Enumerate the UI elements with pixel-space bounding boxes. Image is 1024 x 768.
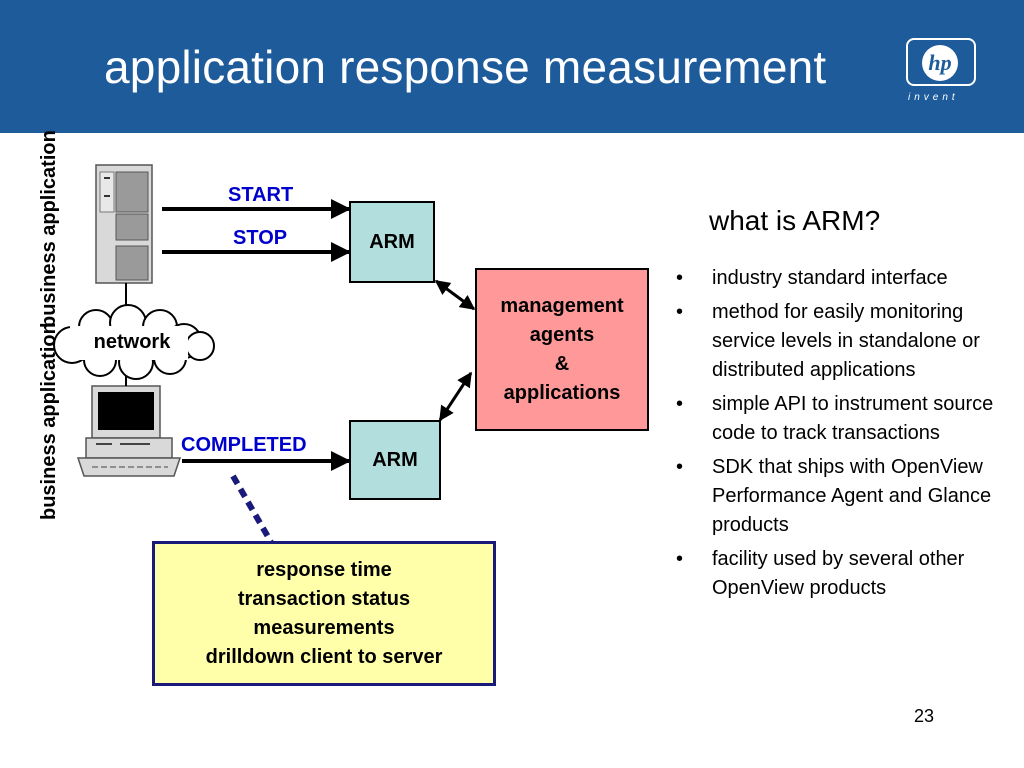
- bullet-item: • method for easily monitoring service le…: [672, 298, 1012, 385]
- arm-top-label: ARM: [369, 230, 415, 253]
- summary-line-2: transaction status: [237, 587, 411, 610]
- summary-line-3: measurements: [253, 616, 395, 639]
- bullet-text: simple API to instrument source code to …: [712, 393, 994, 444]
- summary-line-4: drilldown client to server: [205, 645, 443, 668]
- hp-logo-tagline: invent: [908, 92, 959, 103]
- management-line-4: applications: [503, 381, 621, 404]
- start-label: START: [228, 184, 294, 206]
- title-bar: application response measurement hp inve…: [0, 0, 1024, 133]
- hp-logo-mark: hp: [906, 38, 976, 86]
- section-heading: what is ARM?: [709, 205, 881, 236]
- arm-bottom-box: ARM: [349, 420, 441, 500]
- bullet-marker: •: [676, 548, 684, 570]
- bullet-text: facility used by several other OpenView …: [712, 548, 965, 599]
- bullet-marker: •: [676, 393, 684, 415]
- network-cloud-icon: [53, 304, 215, 380]
- hp-logo-text: hp: [928, 50, 952, 75]
- completed-summary-connector: [230, 474, 274, 544]
- slide-title: application response measurement: [104, 41, 827, 93]
- hp-logo: hp invent: [904, 38, 984, 108]
- arm-top-management-link: [434, 279, 476, 311]
- bullet-text: industry standard interface: [712, 267, 948, 289]
- server-tower-icon: [95, 164, 153, 284]
- bullet-text: method for easily monitoring service lev…: [712, 301, 980, 381]
- stop-label: STOP: [233, 227, 288, 249]
- management-box: management agents & applications: [475, 268, 649, 431]
- bullet-item: • SDK that ships with OpenView Performanc…: [672, 453, 1012, 540]
- network-label: network: [93, 331, 171, 353]
- arm-top-box: ARM: [349, 201, 435, 283]
- hp-logo-circle: [922, 45, 958, 81]
- management-line-2: agents: [529, 323, 595, 346]
- server-role-label: business application: [38, 130, 60, 328]
- management-line-1: management: [500, 294, 624, 317]
- bullet-item: • facility used by several other OpenView…: [672, 545, 1012, 603]
- bullet-item: • simple API to instrument source code to…: [672, 390, 1012, 448]
- bullet-marker: •: [676, 267, 684, 289]
- arm-bottom-management-link: [438, 371, 473, 422]
- page-number: 23: [914, 706, 935, 726]
- completed-label: COMPLETED: [181, 434, 307, 456]
- arm-bottom-label: ARM: [372, 448, 418, 471]
- bullet-item: • industry standard interface: [672, 264, 1012, 293]
- bullet-text: SDK that ships with OpenView Performance…: [712, 456, 992, 536]
- bullet-list: • industry standard interface • method for…: [672, 264, 1012, 608]
- management-line-3: &: [554, 352, 570, 375]
- desktop-computer-icon: [76, 385, 182, 477]
- bullet-marker: •: [676, 301, 684, 323]
- summary-box: response time transaction status measure…: [152, 541, 496, 686]
- summary-line-1: response time: [256, 558, 392, 581]
- diagram-canvas: [53, 164, 476, 544]
- client-role-label: business application: [38, 322, 60, 520]
- bullet-marker: •: [676, 456, 684, 478]
